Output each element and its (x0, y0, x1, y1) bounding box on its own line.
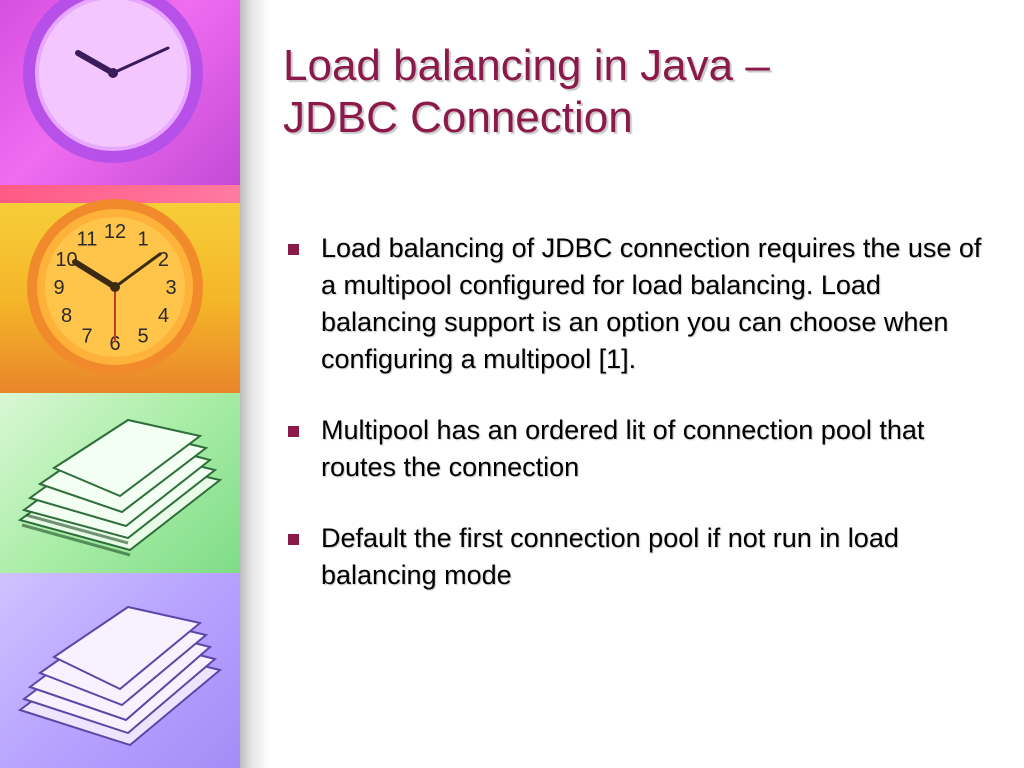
clock-number: 8 (61, 305, 72, 327)
square-bullet-icon (288, 426, 299, 437)
clock-number: 12 (104, 221, 126, 243)
clock-number: 4 (158, 305, 169, 327)
paper-stack-icon (17, 418, 223, 557)
clock-number: 11 (77, 229, 98, 251)
clock-number: 10 (55, 249, 77, 271)
clock-number: 2 (158, 249, 169, 271)
clock-number: 3 (165, 277, 176, 299)
square-bullet-icon (288, 244, 299, 255)
bullet-list: Load balancing of JDBC connection requir… (284, 230, 999, 628)
slide-title-line: JDBC Connection (283, 93, 633, 142)
bullet-item: Load balancing of JDBC connection requir… (284, 230, 999, 378)
bullet-text: Default the first connection pool if not… (321, 523, 899, 590)
clock-number: 6 (109, 333, 120, 355)
bullet-text: Load balancing of JDBC connection requir… (321, 233, 982, 374)
bullet-item: Default the first connection pool if not… (284, 520, 999, 594)
slide-title-line: Load balancing in Java – (283, 41, 770, 90)
strip-shadow (240, 0, 270, 768)
clock-number: 9 (53, 277, 64, 299)
clock-number: 7 (81, 325, 92, 347)
square-bullet-icon (288, 534, 299, 545)
bullet-item: Multipool has an ordered lit of connecti… (284, 412, 999, 486)
paper-stack-icon (17, 605, 223, 747)
clock-number: 5 (137, 325, 148, 347)
clock-icon (23, 0, 203, 163)
bullet-text: Multipool has an ordered lit of connecti… (321, 415, 925, 482)
clock-number: 1 (137, 229, 148, 251)
slide-title: Load balancing in Java – JDBC Connection (283, 40, 1003, 144)
